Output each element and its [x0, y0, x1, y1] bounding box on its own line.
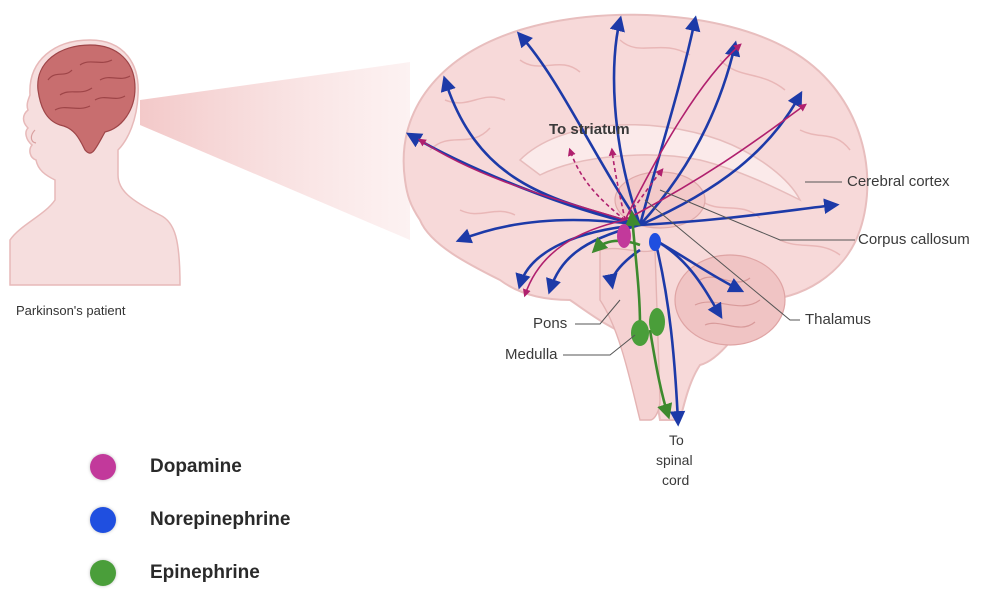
legend-label: Norepinephrine: [150, 509, 290, 531]
legend-item-norepinephrine: Norepinephrine: [90, 505, 290, 535]
label-thalamus: Thalamus: [805, 311, 871, 328]
label-cerebral-cortex: Cerebral cortex: [847, 173, 950, 190]
legend-label: Epinephrine: [150, 562, 260, 584]
norepinephrine-dot-icon: [90, 507, 116, 533]
label-corpus-callosum: Corpus callosum: [858, 231, 970, 248]
legend-item-dopamine: Dopamine: [90, 452, 242, 482]
patient-head: [10, 40, 180, 285]
legend-label: Dopamine: [150, 456, 242, 478]
epinephrine-nucleus-1: [631, 320, 649, 346]
label-to-striatum: To striatum: [549, 121, 630, 138]
projection-beam: [140, 62, 410, 240]
dopamine-nucleus: [617, 224, 631, 248]
legend-item-epinephrine: Epinephrine: [90, 558, 260, 588]
label-to-spinal-cord-line3: cord: [662, 472, 689, 488]
epinephrine-nucleus-2: [649, 308, 665, 336]
norepinephrine-nucleus: [649, 233, 661, 251]
label-medulla: Medulla: [505, 346, 558, 363]
patient-caption: Parkinson's patient: [16, 303, 125, 318]
dopamine-dot-icon: [90, 454, 116, 480]
label-to-spinal-cord-line1: To: [669, 432, 684, 448]
epinephrine-dot-icon: [90, 560, 116, 586]
label-pons: Pons: [533, 315, 567, 332]
label-to-spinal-cord-line2: spinal: [656, 452, 693, 468]
